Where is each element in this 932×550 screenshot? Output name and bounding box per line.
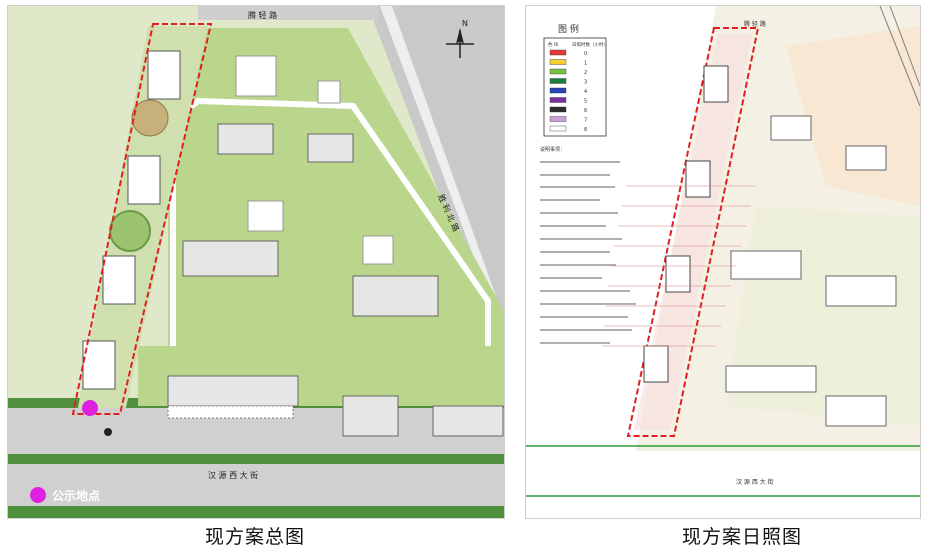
top-road	[198, 6, 378, 20]
publicity-point-marker	[82, 400, 98, 416]
sun-road-bottom-label: 汉 源 西 大 街	[736, 478, 774, 486]
legend-header-right: 日照时数（小时）	[572, 41, 608, 48]
legend-hours: 1	[584, 61, 587, 67]
legend-swatch	[549, 49, 567, 56]
legend-swatch	[549, 97, 567, 103]
notes-heading: 说明事项：	[540, 146, 565, 153]
legend-hours: 0	[584, 51, 587, 57]
building-1	[147, 50, 181, 100]
site-boundary	[71, 23, 213, 415]
sunlight-legend: 图 例 色 块 日照时数（小时） 0 1 2 3 4 5 6 7 8	[543, 23, 608, 137]
compass-label: N	[462, 19, 468, 28]
legend-hours: 8	[584, 127, 587, 133]
legend-hours: 4	[584, 89, 587, 95]
site-plan-drawing: 腾 轻 路 胜 利 北 路 汉 源 西 大 街 N 公示地点	[8, 6, 504, 518]
building-4	[82, 340, 116, 390]
sunlight-site-boundary	[626, 27, 760, 437]
road-bottom-label: 汉 源 西 大 街	[208, 470, 258, 480]
legend-swatch	[549, 116, 567, 122]
site-plan-panel: 腾 轻 路 胜 利 北 路 汉 源 西 大 街 N 公示地点	[7, 5, 505, 519]
campus-building-3	[182, 240, 279, 277]
legend-hours: 3	[584, 80, 587, 86]
building-2	[127, 155, 161, 205]
site-plan-caption: 现方案总图	[205, 526, 306, 548]
legend-hours: 2	[584, 70, 587, 76]
sunlight-map-drawing: 图 例 色 块 日照时数（小时） 0 1 2 3 4 5 6 7 8 说明事项：	[526, 6, 920, 497]
legend-hours: 6	[584, 108, 587, 114]
campus-building-1	[217, 123, 274, 155]
campus-building-5	[167, 375, 299, 407]
legend-hours: 5	[584, 99, 587, 105]
sun-road-top-label: 腾 轻 路	[744, 20, 766, 28]
legend-swatch	[549, 125, 567, 132]
campus-building-4	[352, 275, 439, 317]
legend-hours: 7	[584, 118, 587, 124]
legend-swatch	[549, 68, 567, 75]
legend-swatch	[549, 59, 567, 65]
building-3	[102, 255, 136, 305]
legend-header-left: 色 块	[548, 41, 559, 48]
legend-swatch	[549, 106, 567, 113]
compass-icon: N	[446, 19, 474, 58]
sunlight-map-caption: 现方案日照图	[682, 526, 803, 548]
legend-swatch	[549, 87, 567, 94]
legend-title: 图 例	[558, 23, 579, 35]
campus-building-2	[307, 133, 354, 163]
legend-dot-icon	[30, 487, 46, 503]
legend-label: 公示地点	[52, 488, 100, 503]
legend-swatch	[549, 78, 567, 84]
road-top-label: 腾 轻 路	[248, 10, 277, 20]
sunlight-map-panel: 图 例 色 块 日照时数（小时） 0 1 2 3 4 5 6 7 8 说明事项：	[525, 5, 921, 519]
